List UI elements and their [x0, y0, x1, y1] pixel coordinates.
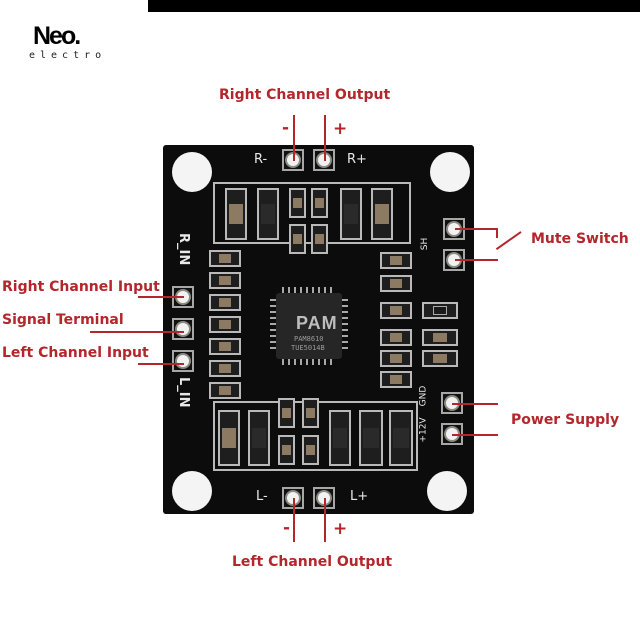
smd-led: [422, 302, 458, 319]
left-plus-sign: +: [333, 519, 348, 539]
silk-l-minus: L-: [256, 489, 268, 504]
smd-capacitor: [278, 435, 295, 465]
leader-12v: [452, 434, 498, 436]
smd-resistor: [257, 188, 279, 240]
ic-body: PAM PAM8610 TUE5014B: [276, 293, 342, 359]
smd-capacitor: [209, 250, 241, 267]
leader-signal: [90, 331, 184, 333]
smd-capacitor: [278, 398, 295, 428]
right-minus-sign: -: [282, 118, 290, 138]
ic-pins: [270, 287, 348, 365]
silk-r-in: R_IN: [176, 233, 191, 266]
leader-r-in: [138, 296, 184, 298]
pam8610-ic: PAM PAM8610 TUE5014B: [268, 285, 350, 367]
smd-capacitor: [209, 272, 241, 289]
right-plus-sign: +: [333, 119, 348, 139]
smd-capacitor: [380, 252, 412, 269]
silk-gnd: GND: [418, 385, 429, 407]
ic-logo: PAM: [296, 313, 338, 333]
label-mute-switch: Mute Switch: [531, 231, 629, 247]
smd-capacitor: [209, 360, 241, 377]
silk-l-plus: L+: [350, 489, 369, 504]
top-black-bar: [148, 0, 640, 12]
silk-sh: SH: [420, 237, 431, 251]
leader-mute-1b: [496, 228, 498, 238]
ic-date-code: TUE5014B: [291, 344, 325, 352]
mount-hole-br: [427, 471, 467, 511]
leader-gnd: [452, 403, 498, 405]
smd-capacitor: [380, 302, 412, 319]
smd-capacitor: [380, 350, 412, 367]
smd-capacitor: [302, 398, 319, 428]
mount-hole-tr: [430, 152, 470, 192]
label-power-supply: Power Supply: [511, 412, 620, 428]
leader-mute-2: [455, 259, 498, 261]
smd-capacitor: [209, 294, 241, 311]
silk-12v: +12V: [418, 417, 429, 443]
smd-resistor: [340, 188, 362, 240]
smd-capacitor: [218, 410, 240, 466]
smd-capacitor: [380, 371, 412, 388]
smd-capacitor: [209, 338, 241, 355]
silk-r-minus: R-: [254, 152, 268, 167]
smd-resistor: [329, 410, 351, 466]
label-right-channel-input: Right Channel Input: [2, 279, 160, 295]
pcb-board: R- R+ L- L+ R_IN L_IN SH GND +12V: [163, 145, 474, 514]
smd-diode: [359, 410, 383, 466]
leader-mute-1: [455, 228, 498, 230]
leader-r-plus: [324, 115, 326, 161]
pad-signal-gnd: [172, 318, 194, 340]
leader-l-minus: [293, 498, 295, 542]
label-right-channel-output: Right Channel Output: [219, 87, 391, 103]
silk-l-in: L_IN: [176, 377, 191, 408]
leader-l-in: [138, 363, 184, 365]
smd-capacitor: [380, 275, 412, 292]
smd-capacitor: [225, 188, 247, 240]
smd-capacitor: [422, 329, 458, 346]
pad-mute-1: [443, 218, 465, 240]
smd-capacitor: [209, 316, 241, 333]
smd-diode: [389, 410, 413, 466]
smd-capacitor: [380, 329, 412, 346]
smd-capacitor: [371, 188, 393, 240]
mount-hole-bl: [172, 471, 212, 511]
smd-resistor: [248, 410, 270, 466]
smd-capacitor: [311, 188, 328, 218]
silk-r-plus: R+: [347, 152, 367, 167]
label-left-channel-output: Left Channel Output: [232, 554, 393, 570]
smd-capacitor: [302, 435, 319, 465]
smd-capacitor: [311, 224, 328, 254]
logo: Neo.: [33, 22, 81, 50]
leader-l-plus: [324, 498, 326, 542]
smd-capacitor: [422, 350, 458, 367]
mount-hole-tl: [172, 152, 212, 192]
smd-capacitor: [289, 224, 306, 254]
label-left-channel-input: Left Channel Input: [2, 345, 149, 361]
ic-part-number: PAM8610: [294, 335, 324, 343]
smd-capacitor: [289, 188, 306, 218]
pad-l-in: [172, 350, 194, 372]
logo-subtitle: electro: [29, 50, 107, 61]
label-signal-terminal: Signal Terminal: [2, 312, 124, 328]
smd-capacitor: [209, 382, 241, 399]
left-minus-sign: -: [283, 518, 291, 538]
leader-r-minus: [293, 115, 295, 161]
leader-mute-diag: [495, 231, 522, 250]
